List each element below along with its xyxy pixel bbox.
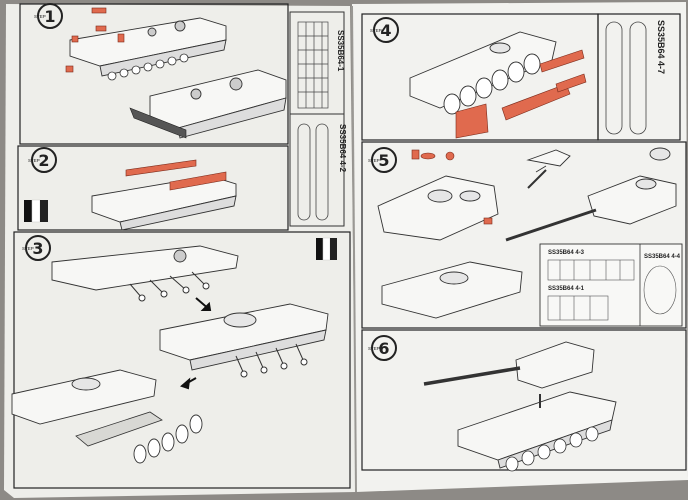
step-1-number: 1	[44, 7, 55, 26]
sprue-icon	[297, 21, 329, 109]
highlight-parts	[125, 159, 227, 191]
wheel-icon	[443, 53, 541, 115]
turret-icon	[423, 341, 595, 389]
flag-icon	[316, 237, 337, 261]
part-code-track-left: SS35B64 4-2	[338, 124, 347, 173]
arrow-icon	[195, 297, 212, 311]
step-3-label: STEP	[22, 246, 34, 251]
tank-hull-icon	[149, 69, 287, 139]
step-circle-icon: 1 STEP	[34, 3, 63, 29]
step-2-number: 2	[38, 151, 49, 170]
step-5-label: STEP	[368, 158, 380, 163]
turret-icon	[505, 147, 677, 242]
step-1-label: STEP	[34, 14, 46, 19]
turret-icon	[526, 149, 571, 189]
tank-hull-icon	[11, 369, 157, 425]
step-circle-icon: 3 STEP	[22, 235, 51, 261]
track-icon	[605, 21, 647, 135]
tank-hull-icon	[69, 17, 227, 77]
step-6-number: 6	[378, 339, 389, 358]
arrow-icon	[180, 377, 197, 390]
track-icon	[75, 411, 163, 447]
highlight-parts	[65, 7, 125, 73]
step-4-label: STEP	[370, 28, 382, 33]
sprue-parts-box	[539, 243, 683, 327]
step-4-number: 4	[380, 21, 391, 40]
step-circle-icon: 6 STEP	[368, 335, 397, 361]
step-circle-icon: 4 STEP	[370, 17, 399, 43]
wheel-icon	[505, 426, 599, 472]
step-circle-icon: 5 STEP	[368, 147, 397, 173]
step-5-number: 5	[378, 151, 389, 170]
part-code-sprue-box-right: SS35B64 4-4	[644, 254, 681, 260]
step-5-panel	[361, 141, 687, 329]
step-2-panel	[17, 145, 289, 231]
turret-icon	[377, 175, 499, 241]
highlight-parts	[411, 149, 493, 225]
wheel-icon	[133, 414, 203, 464]
flag-icon	[24, 199, 48, 223]
track-icon	[297, 123, 329, 221]
part-code-track-right: SS35B64 4-7	[656, 20, 666, 74]
step-3-number: 3	[32, 239, 43, 258]
highlight-parts	[455, 49, 587, 139]
part-code-sprue-box-title: SS35B64 4-3	[548, 250, 585, 256]
right-page	[352, 2, 688, 492]
sprue-column-left	[289, 11, 345, 227]
sprue-icon	[547, 259, 677, 321]
part-code-sprue-box-sub: SS35B64 4-1	[548, 286, 585, 292]
tank-hull-icon	[381, 261, 523, 319]
step-1-panel	[19, 3, 289, 145]
step-3-panel	[13, 231, 351, 489]
tank-hull-icon	[51, 245, 239, 291]
step-6-panel	[361, 329, 687, 471]
step-circle-icon: 2 STEP	[28, 147, 57, 173]
track-column-right	[597, 13, 681, 141]
part-code-sprue: SS35B64-1	[336, 30, 345, 72]
tank-hull-icon	[159, 303, 329, 371]
step-2-label: STEP	[28, 158, 40, 163]
step-6-label: STEP	[368, 346, 380, 351]
